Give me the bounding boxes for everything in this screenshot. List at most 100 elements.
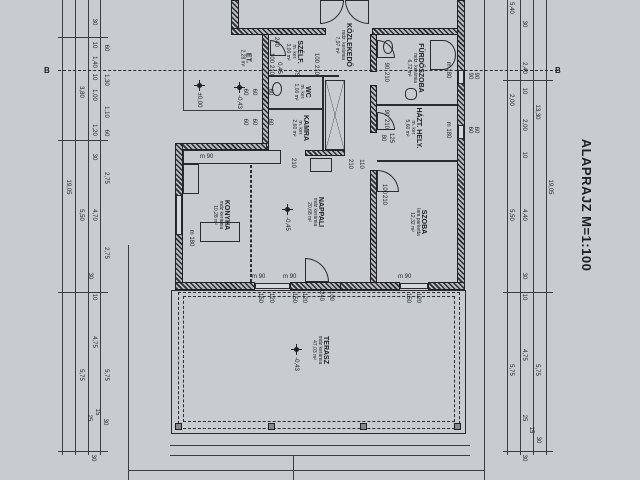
door-dim: 75 [293, 69, 300, 77]
room-floor: m. ker. [409, 120, 416, 136]
partition-wall [269, 108, 324, 110]
dimension-line [62, 0, 63, 455]
room-haztartasi-helyiseg: HÁZT. HELY.m. ker.5,60 m² [404, 108, 422, 149]
window-dim: m 180 [445, 61, 452, 79]
partition-wall [322, 77, 324, 150]
door-dim: 90 [383, 109, 390, 117]
window [458, 125, 464, 139]
washbasin [405, 88, 417, 100]
dimension-label: 19,05 [547, 179, 554, 195]
dimension-label: 10 [521, 293, 528, 301]
dimension-label: 13,30 [534, 104, 541, 120]
level-terasz: -0,43 [293, 357, 300, 371]
door-dim: 210 [290, 157, 297, 169]
dimension-label: 2,75 [103, 247, 110, 259]
room-name: SZOBA [419, 209, 427, 235]
wall [340, 282, 400, 290]
wall [457, 0, 465, 290]
room-floor: mdz kerámia [311, 197, 318, 227]
dimension-label: 2,40 [521, 62, 528, 74]
room-floor: lam.parketta [414, 208, 421, 236]
room-name: ET. [244, 52, 252, 64]
window-dim: m 180 [188, 229, 195, 247]
wall [175, 282, 255, 290]
dimension-label: 30 [102, 418, 109, 426]
dimension-tick [58, 451, 108, 452]
kitchen-divider [250, 165, 252, 282]
wall [175, 143, 267, 150]
dimension-label: 10 [521, 87, 528, 95]
window-dim: 150 [405, 292, 412, 304]
room-name: TERASZ [321, 336, 329, 364]
dimension-label: 30 [91, 153, 98, 161]
room-name: KÖZLEKEDŐ [344, 23, 352, 67]
dimension-label: 30 [521, 272, 528, 280]
room-name: HÁZT. HELY. [414, 107, 422, 149]
site-line [170, 455, 470, 456]
window [176, 195, 182, 235]
terrace-column [175, 423, 182, 430]
dimension-label: 10 [521, 151, 528, 159]
door-dim: 210 [268, 64, 275, 76]
section-marker-right: B [555, 66, 561, 75]
dimension-label: 25 [86, 414, 93, 422]
toilet [383, 40, 393, 54]
door-dim: 210 [347, 158, 354, 170]
partition-wall [377, 104, 457, 106]
window-dim: 60 [251, 118, 258, 126]
door-dim: 100 [381, 183, 388, 195]
level-marker-icon [194, 80, 205, 91]
drawing-title: ALAPRAJZ M=1:100 [578, 138, 594, 272]
window [458, 70, 464, 84]
door-dim: 210 [381, 194, 388, 206]
terrace-outline [178, 292, 460, 429]
dimension-line [128, 245, 129, 480]
room-floor: mdz kerámia [217, 200, 224, 230]
door-dim: 80 [380, 134, 387, 142]
wall [372, 28, 464, 35]
door-dim: 110 [358, 159, 365, 169]
dimension-tick [58, 37, 108, 38]
dimension-line [520, 0, 521, 455]
room-name: NAPPALI [316, 196, 324, 228]
room-name: WC [303, 86, 311, 98]
terrace-column [268, 423, 275, 430]
window-dim: 60 [242, 118, 249, 126]
dimension-label: 10 [91, 73, 98, 81]
window-dim: m 90 [252, 274, 266, 280]
window-dim: 120 [301, 292, 308, 304]
window-dim: 60 [267, 118, 274, 126]
dimension-label: 4,75 [521, 349, 528, 361]
level-nappali: -0,45 [284, 217, 291, 231]
room-floor: mdz kerámia [316, 335, 323, 365]
level-marker-icon [282, 204, 293, 215]
room-name: SZÉLF. [295, 40, 303, 64]
window-dim: 150 [257, 292, 264, 304]
dimension-tick [58, 292, 108, 293]
window-dim: 90 [473, 72, 480, 80]
dimension-label: 30 [521, 20, 528, 28]
dimension-label: 5,50 [508, 209, 515, 221]
door-dim: 210 [313, 64, 320, 76]
dimension-label: 1,30 [103, 74, 110, 86]
dimension-label: 19,05 [65, 179, 72, 195]
wall [370, 34, 377, 72]
dimension-label: 25 [521, 414, 528, 422]
room-floor: m. ker. [298, 84, 305, 100]
room-name: FÜRDŐSZOBA [416, 43, 424, 93]
dimension-label: 30 [91, 18, 98, 26]
dimension-tick [58, 140, 108, 141]
terrace-column [454, 423, 461, 430]
dimension-label: 30 [90, 454, 97, 462]
door-dim: 100 [268, 52, 275, 64]
chimney-shaft [325, 80, 345, 150]
level-et: -0,43 [236, 95, 243, 109]
dimension-line [507, 0, 508, 455]
room-area: 2,28 m² [238, 49, 245, 67]
